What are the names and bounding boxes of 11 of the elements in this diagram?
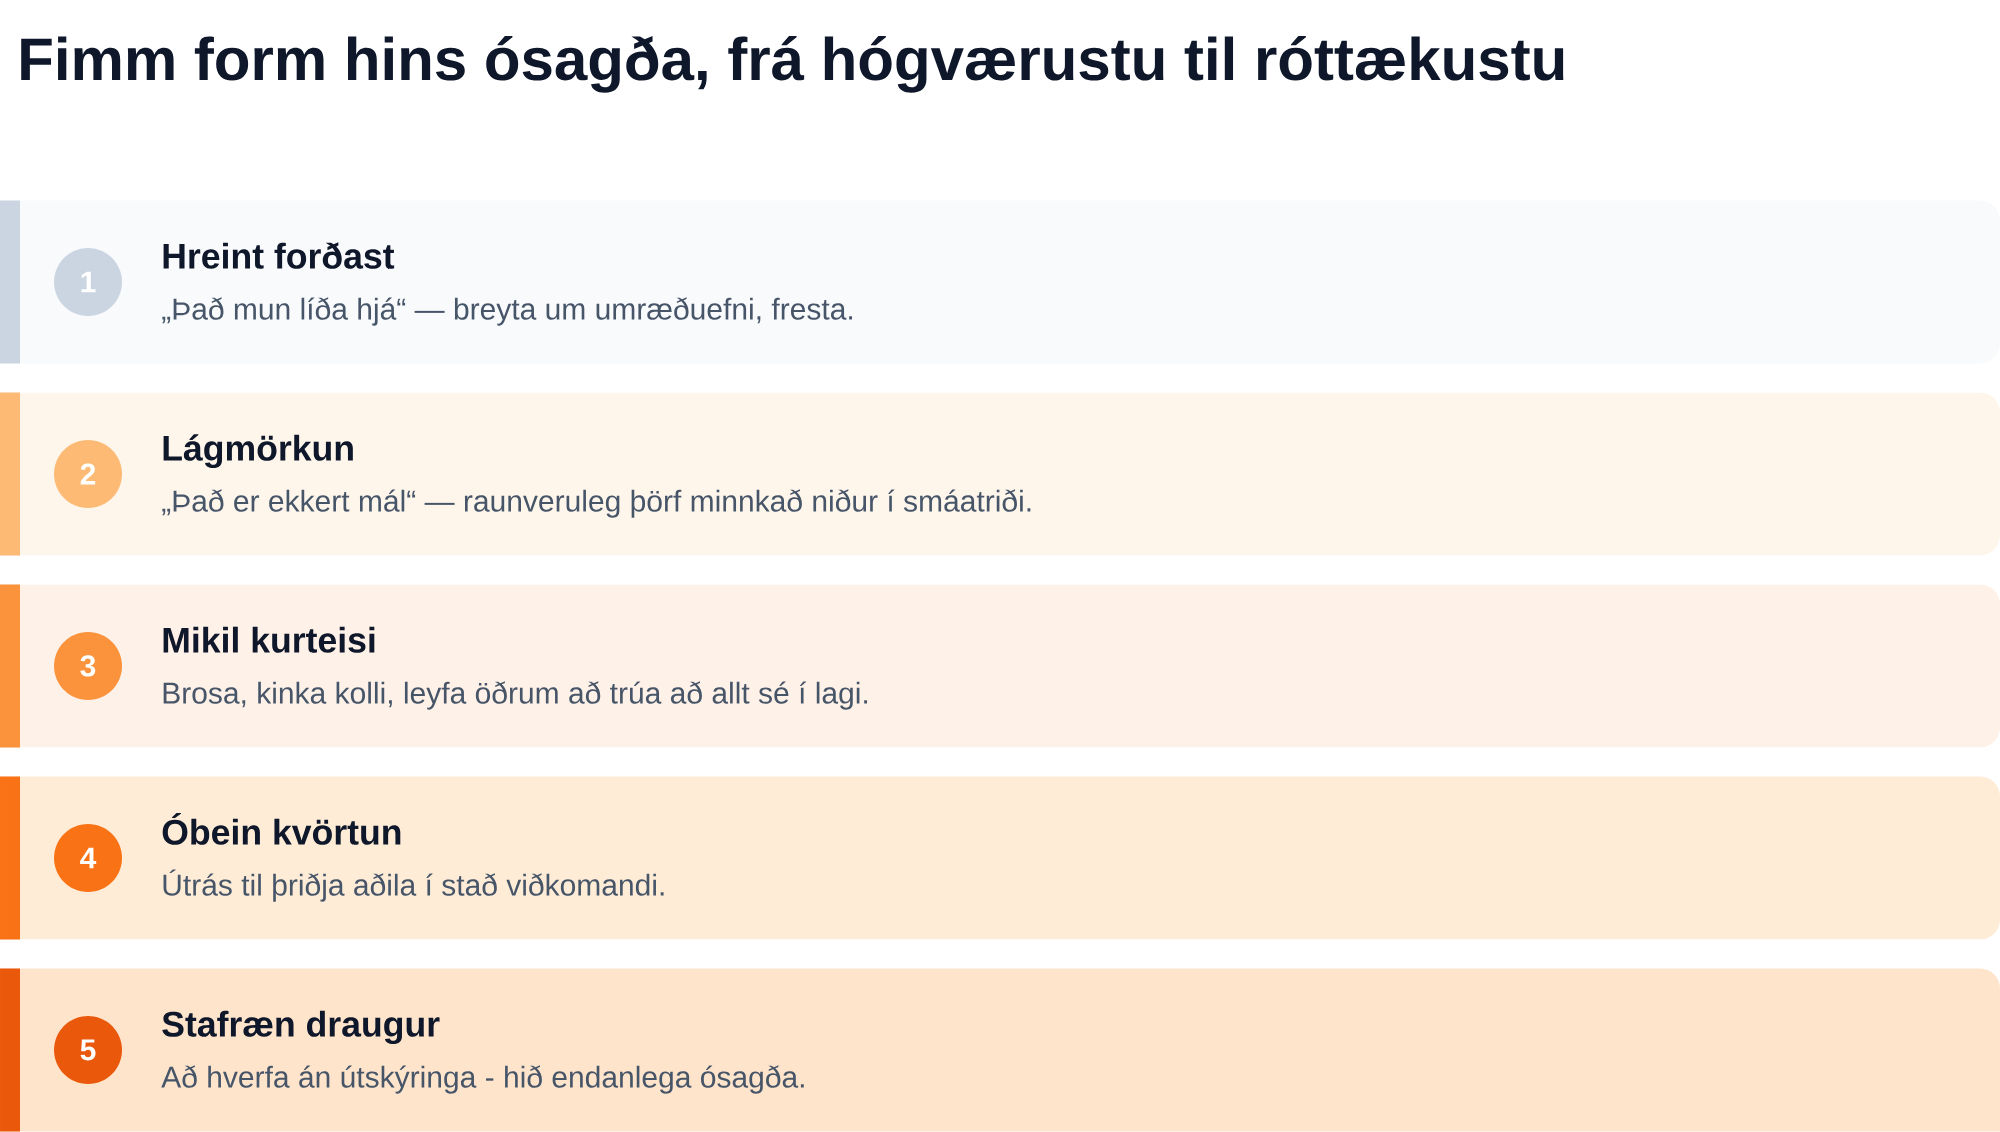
item-description: „Það mun líða hjá“ — breyta um umræðuefni, fresta. — [162, 297, 852, 326]
item-description: „Það er ekkert mál“ — raunveruleg þörf minnkað niður í smáatriði. — [162, 489, 1031, 518]
item-description: Að hverfa án útskýringa - hið endanlega ósagða. — [161, 1065, 804, 1094]
title: Fimm form hins ósagða, frá hógværustu til róttækustu — [21, 35, 1564, 93]
item-heading: Lágmörkun — [163, 434, 353, 469]
item-heading: Hreint forðast — [163, 242, 395, 269]
item-heading: Stafræn draugur — [162, 1010, 440, 1045]
item-heading: Óbein kvörtun — [162, 812, 401, 845]
item-description: Útrás til þriðja aðila í stað viðkomandi. — [163, 869, 664, 902]
item-heading: Mikil kurteisi — [163, 626, 375, 653]
item-description: Brosa, kinka kolli, leyfa öðrum að trúa að allt sé í lagi. — [163, 681, 868, 710]
